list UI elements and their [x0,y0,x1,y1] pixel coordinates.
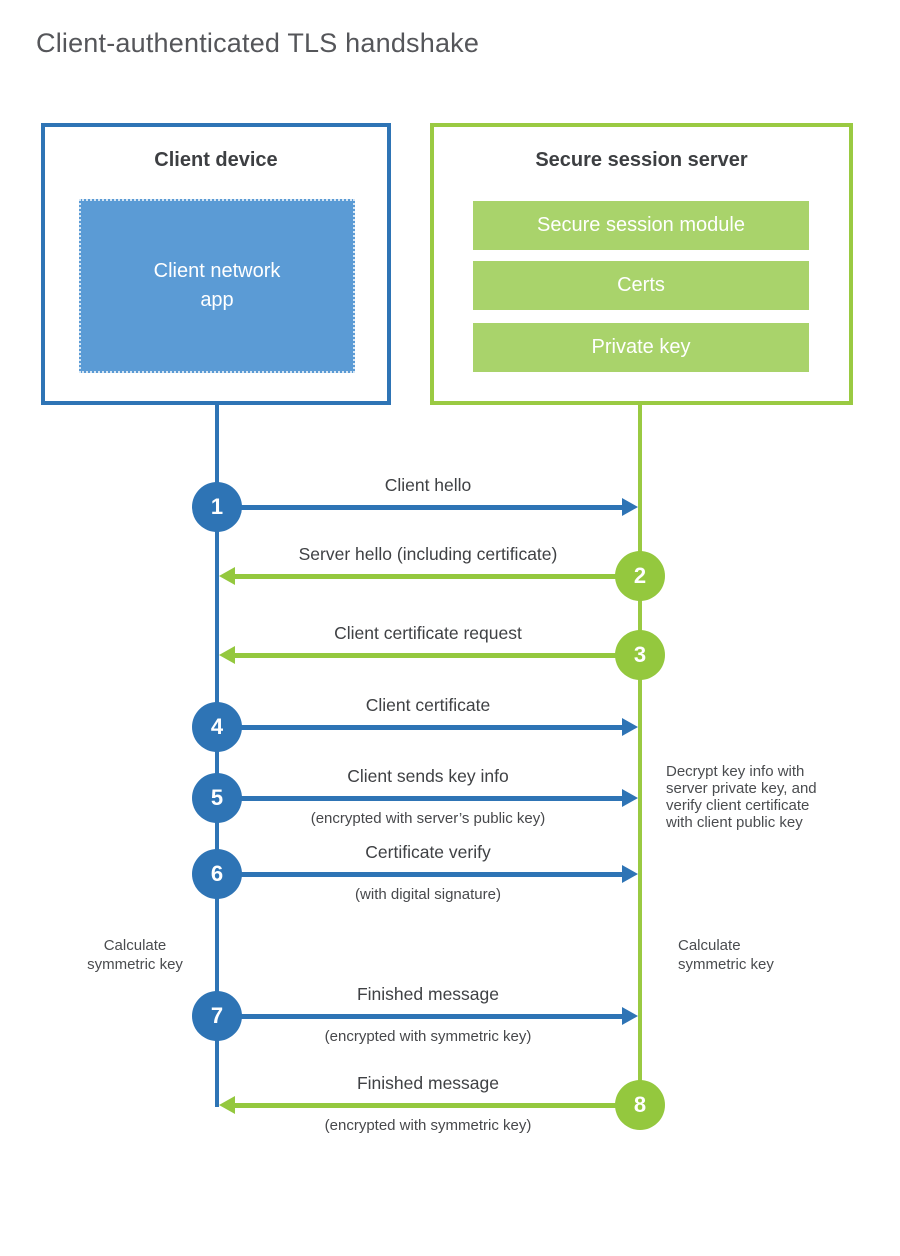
step-badge-7: 7 [192,991,242,1041]
secure-session-server-title: Secure session server [535,149,748,171]
client-network-app-label: Client network app [153,260,281,311]
step-badge-1: 1 [192,482,242,532]
server-lifeline [638,405,642,1105]
client-device-title: Client device [154,149,278,171]
server-private-key-bar: Private key [473,323,809,372]
message-sublabel: (encrypted with server’s public key) [310,810,546,827]
step-badge-2: 2 [615,551,665,601]
message-label: Certificate verify [365,842,491,862]
step-badge-6: 6 [192,849,242,899]
message-label: Client certificate request [334,623,522,643]
arrow-head-right-icon [622,865,638,883]
arrow-head-left-icon [219,646,235,664]
arrow-line [217,1014,622,1019]
arrow-head-right-icon [622,789,638,807]
arrow-line [217,725,622,730]
arrow-line [217,796,622,801]
decrypt-key-note: Decrypt key info with server private key… [666,763,817,831]
message-label: Server hello (including certificate) [298,544,558,564]
step-badge-5: 5 [192,773,242,823]
arrow-head-right-icon [622,498,638,516]
arrow-line [235,574,640,579]
message-label: Client hello [384,475,472,495]
message-label: Finished message [356,1073,500,1093]
calculate-symmetric-key-note-server: Calculate symmetric key [678,937,774,973]
secure-session-server-box: Secure session server Secure session mod… [430,123,853,405]
arrow-line [235,1103,640,1108]
client-lifeline [215,405,219,1107]
page-title: Client-authenticated TLS handshake [36,28,480,58]
message-label: Client certificate [365,695,491,715]
client-device-box: Client device Client network app [41,123,391,405]
step-badge-4: 4 [192,702,242,752]
step-badge-3: 3 [615,630,665,680]
message-label: Client sends key info [347,766,509,786]
client-network-app-box: Client network app [79,199,355,373]
arrow-line [217,505,622,510]
message-sublabel: (encrypted with symmetric key) [324,1028,532,1045]
calculate-symmetric-key-note-client: Calculate symmetric key [87,937,183,973]
message-label: Finished message [356,984,500,1004]
arrow-head-right-icon [622,1007,638,1025]
server-module-bar: Secure session module [473,201,809,250]
arrow-line [217,872,622,877]
message-sublabel: (encrypted with symmetric key) [324,1117,532,1134]
arrow-head-right-icon [622,718,638,736]
arrow-head-left-icon [219,1096,235,1114]
arrow-line [235,653,640,658]
message-sublabel: (with digital signature) [355,886,501,903]
server-certs-bar: Certs [473,261,809,310]
arrow-head-left-icon [219,567,235,585]
step-badge-8: 8 [615,1080,665,1130]
